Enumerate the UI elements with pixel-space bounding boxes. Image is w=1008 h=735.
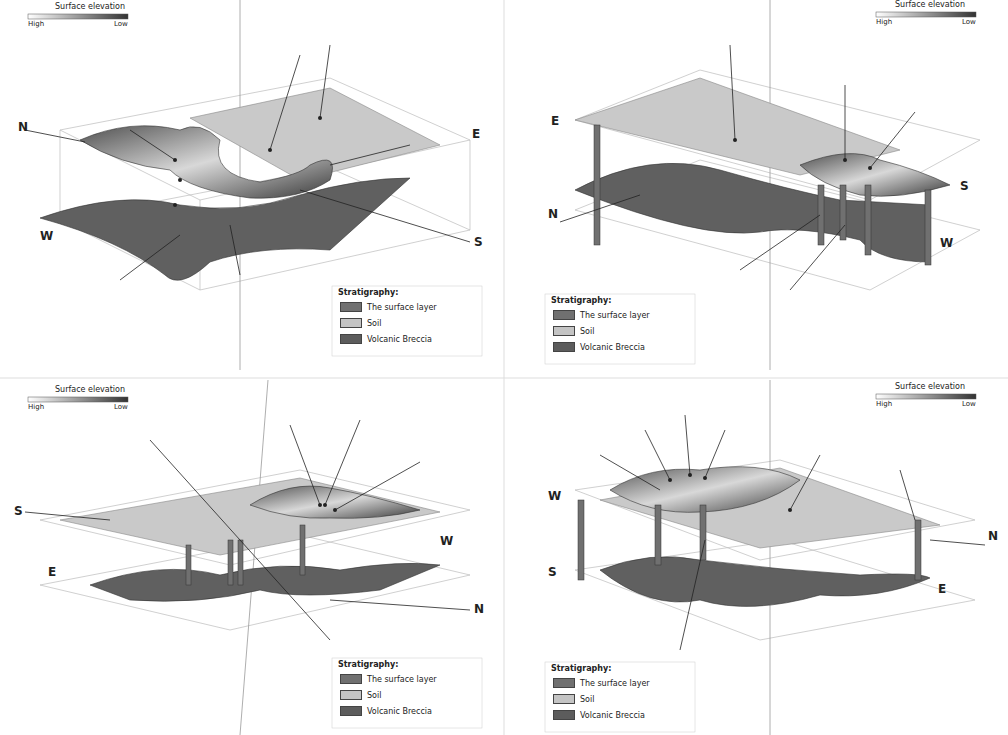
legend-swatch — [340, 334, 362, 344]
legend-text: Soil — [367, 691, 381, 700]
legend-row: The surface layer — [340, 674, 437, 684]
scale-title: Surface elevation — [55, 3, 125, 12]
legend-swatch — [553, 678, 575, 688]
direction-letter: E — [938, 583, 946, 596]
legend-row: Volcanic Breccia — [553, 342, 645, 352]
direction-letter: E — [551, 115, 559, 128]
legend-swatch — [340, 318, 362, 328]
scale-title: Surface elevation — [895, 383, 965, 392]
legend-title: Stratigraphy: — [551, 665, 611, 674]
scale-end: Low — [962, 401, 976, 409]
scale-end: Low — [114, 21, 128, 29]
legend-swatch — [553, 694, 575, 704]
legend-text: The surface layer — [367, 675, 437, 684]
legend-row: Volcanic Breccia — [553, 710, 645, 720]
legend-text: Soil — [580, 327, 594, 336]
legend-row: Soil — [553, 326, 594, 336]
legend-row: Soil — [340, 690, 381, 700]
legend-title: Stratigraphy: — [338, 661, 398, 670]
legend-row: Volcanic Breccia — [340, 334, 432, 344]
legend-row: The surface layer — [553, 678, 650, 688]
direction-letter: N — [18, 121, 28, 134]
legend-swatch — [340, 706, 362, 716]
legend-swatch — [553, 310, 575, 320]
scale-title: Surface elevation — [895, 1, 965, 10]
scale-end: Low — [962, 19, 976, 27]
direction-letter: S — [474, 236, 483, 249]
legend-row: The surface layer — [340, 302, 437, 312]
legend-text: Volcanic Breccia — [580, 343, 645, 352]
legend-text: Soil — [367, 319, 381, 328]
legend-row: The surface layer — [553, 310, 650, 320]
direction-letter: W — [40, 230, 53, 243]
legend-text: The surface layer — [580, 311, 650, 320]
scale-title: Surface elevation — [55, 386, 125, 395]
direction-letter: S — [548, 566, 557, 579]
legend-row: Soil — [340, 318, 381, 328]
legend-text: Soil — [580, 695, 594, 704]
legend-row: Soil — [553, 694, 594, 704]
legend-swatch — [340, 674, 362, 684]
legend-text: The surface layer — [367, 303, 437, 312]
legend-swatch — [553, 326, 575, 336]
legend-text: Volcanic Breccia — [367, 335, 432, 344]
direction-letter: S — [14, 505, 23, 518]
direction-letter: E — [48, 566, 56, 579]
direction-letter: E — [472, 128, 480, 141]
legend-row: Volcanic Breccia — [340, 706, 432, 716]
direction-letter: N — [474, 603, 484, 616]
direction-letter: N — [548, 208, 558, 221]
scale-end: High — [28, 404, 44, 412]
legend-swatch — [553, 342, 575, 352]
legend-swatch — [553, 710, 575, 720]
direction-letter: W — [940, 237, 953, 250]
legend-swatch — [340, 302, 362, 312]
scale-end: High — [876, 19, 892, 27]
legend-title: Stratigraphy: — [338, 289, 398, 298]
legend-text: Volcanic Breccia — [580, 711, 645, 720]
direction-letter: W — [440, 535, 453, 548]
legend-swatch — [340, 690, 362, 700]
scale-end: Low — [114, 404, 128, 412]
scale-end: High — [28, 21, 44, 29]
direction-letter: W — [548, 490, 561, 503]
scale-end: High — [876, 401, 892, 409]
legend-text: The surface layer — [580, 679, 650, 688]
legend-text: Volcanic Breccia — [367, 707, 432, 716]
direction-letter: N — [988, 530, 998, 543]
legend-title: Stratigraphy: — [551, 297, 611, 306]
direction-letter: S — [960, 180, 969, 193]
